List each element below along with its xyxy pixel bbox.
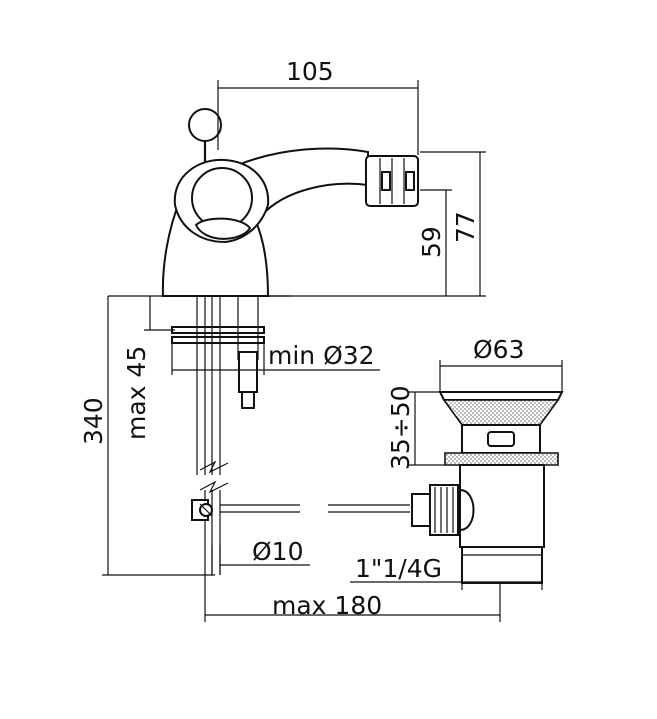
dim-77-label: 77 [451, 211, 480, 243]
waste-slot [487, 431, 515, 447]
dim-340-label: 340 [79, 397, 108, 445]
mixer-body [161, 108, 419, 297]
waste-nut [444, 452, 559, 466]
mounting-assembly [108, 295, 410, 575]
waste-cap-top [438, 391, 564, 401]
lever-knob [188, 108, 222, 142]
dim-35-50-label: 35÷50 [386, 385, 415, 470]
dim-63-label: Ø63 [473, 335, 525, 364]
dim-thread-label: 1"1/4G [355, 554, 442, 583]
washer-bottom [171, 336, 265, 344]
dim-max45-label: max 45 [122, 346, 151, 440]
nozzle-notch-right [405, 171, 415, 191]
washer-top [171, 326, 265, 334]
lift-rod-nut [238, 351, 258, 393]
lift-rod-end [241, 391, 255, 409]
dim-min32-label: min Ø32 [268, 341, 375, 370]
waste-rod-connector [411, 493, 431, 527]
cartridge-nut [194, 217, 252, 240]
dim-max180-label: max 180 [272, 591, 382, 620]
dim-59-label: 59 [417, 226, 446, 258]
dim-10-label: Ø10 [252, 537, 304, 566]
pop-up-waste [411, 391, 564, 584]
dimension-lines [102, 80, 563, 622]
waste-elbow [459, 488, 475, 532]
waste-flange [442, 399, 560, 426]
waste-thread [461, 546, 543, 584]
dim-105-label: 105 [286, 57, 334, 86]
waste-side-nut [429, 484, 459, 536]
nozzle-notch-left [381, 171, 391, 191]
